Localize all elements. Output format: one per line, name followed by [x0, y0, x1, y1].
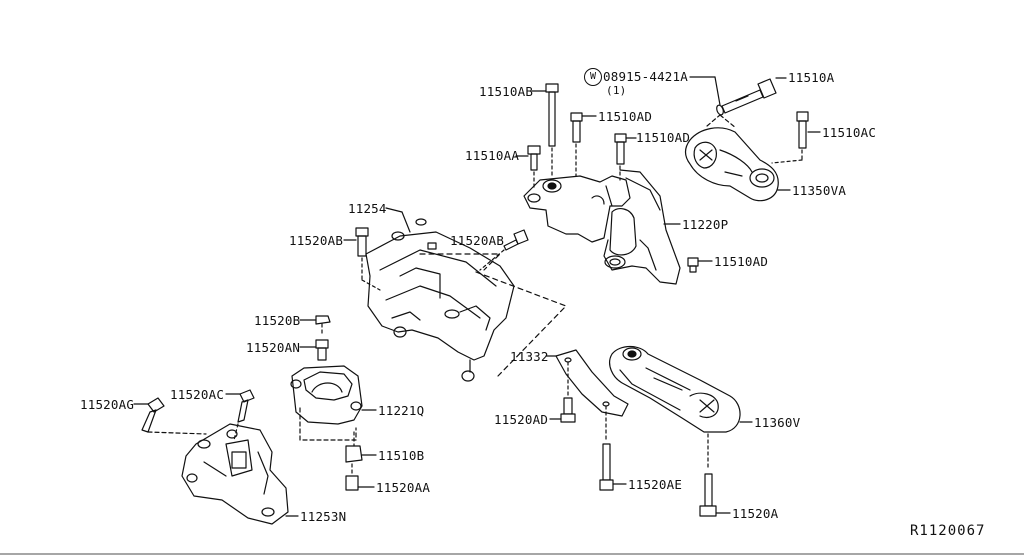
- label-11510AC: 11510AC: [822, 125, 877, 140]
- label-11510AB: 11510AB: [479, 84, 534, 99]
- label-qty-1: (1): [606, 84, 627, 97]
- bolt-11510AC-icon: [771, 111, 809, 164]
- bracket-11332-icon: [555, 349, 629, 443]
- label-11520AB-left: 11520AB: [289, 233, 344, 248]
- label-11520AG: 11520AG: [80, 397, 135, 412]
- washer-symbol: W: [584, 68, 602, 86]
- bolt-11510AD-mid-icon: [614, 133, 627, 181]
- label-11510B: 11510B: [378, 448, 425, 463]
- label-11520AC: 11520AC: [170, 387, 225, 402]
- label-11220P: 11220P: [682, 217, 729, 232]
- bolt-11520AB-mid-icon: [479, 229, 529, 271]
- label-11510AD-mid: 11510AD: [636, 130, 691, 145]
- bolt-11510AA-icon: [527, 145, 541, 191]
- label-11510AD-top: 11510AD: [598, 109, 653, 124]
- label-11520AD: 11520AD: [494, 412, 549, 427]
- nut-11510B-icon: [345, 431, 363, 463]
- label-11332: 11332: [510, 349, 549, 364]
- bolt-11520A-icon: [699, 473, 717, 517]
- label-11253N: 11253N: [300, 509, 347, 524]
- mount-11221Q-icon: [290, 365, 363, 441]
- label-11520AA: 11520AA: [376, 480, 431, 495]
- stud-11520AN-icon: [315, 339, 329, 361]
- label-11350VA: 11350VA: [792, 183, 847, 198]
- bolt-11510AD-right-icon: [687, 257, 699, 273]
- bolt-11520AG-icon: [141, 397, 207, 435]
- bolt-11520AA-icon: [345, 463, 359, 491]
- bolt-11510A-icon: [716, 78, 777, 116]
- projection-11254: [475, 271, 567, 377]
- label-11520A: 11520A: [732, 506, 779, 521]
- mount-11350VA-icon: [684, 114, 779, 202]
- mount-11253N-icon: [181, 423, 289, 525]
- label-11360V: 11360V: [754, 415, 801, 430]
- label-11520AB-mid: 11520AB: [450, 233, 505, 248]
- bracket-11254-icon: [365, 218, 515, 382]
- label-11510AA: 11510AA: [465, 148, 520, 163]
- bolt-11520AD-icon: [560, 397, 576, 423]
- bolt-11510AD-top-icon: [570, 112, 583, 177]
- label-08915-4421A: 08915-4421A: [603, 69, 688, 84]
- label-11520B: 11520B: [254, 313, 301, 328]
- bolt-11520AE-icon: [599, 443, 614, 491]
- bolt-11520AB-left-icon: [355, 227, 381, 291]
- mount-11360V-icon: [609, 345, 741, 471]
- label-11510A: 11510A: [788, 70, 835, 85]
- label-11520AN: 11520AN: [246, 340, 301, 355]
- bolt-11510AB-icon: [545, 83, 559, 177]
- label-11520AE: 11520AE: [628, 477, 683, 492]
- label-11510AD-right: 11510AD: [714, 254, 769, 269]
- bracket-11220P-icon: [523, 169, 681, 285]
- label-11221Q: 11221Q: [378, 403, 425, 418]
- diagram-reference-code: R1120067: [910, 523, 986, 539]
- label-11254: 11254: [348, 201, 387, 216]
- nut-11520B-icon: [315, 315, 331, 337]
